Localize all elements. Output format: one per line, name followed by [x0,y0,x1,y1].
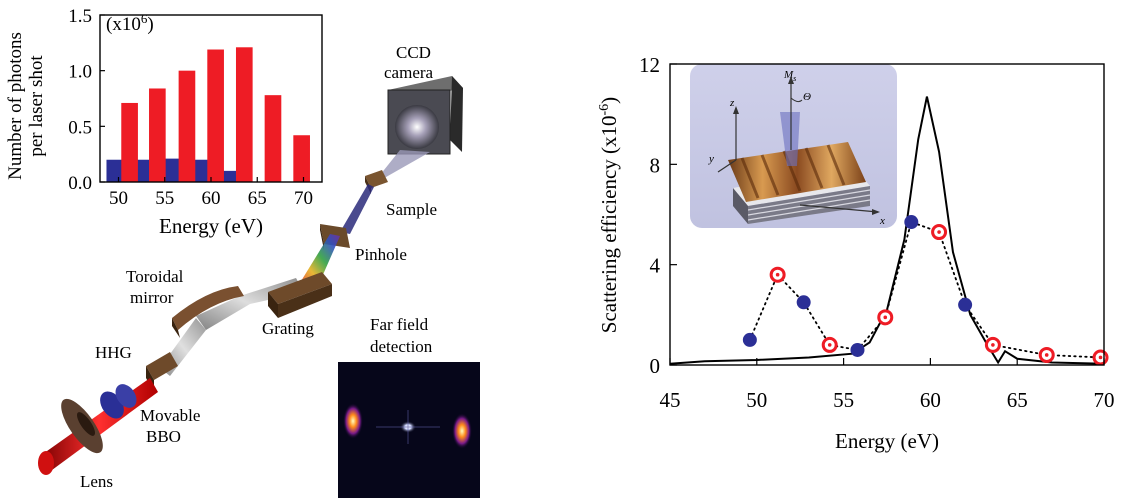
bar-xtick-label: 60 [202,188,221,209]
bar-chart-ticks: 50 55 60 65 70 0.0 0.5 1.0 1.5 [68,6,313,209]
bar-ytick-label: 0.5 [68,117,92,138]
bar-series0-2 [163,158,181,182]
bar-ytick-label: 0.0 [68,173,92,194]
bar-ytick-label: 1.5 [68,6,92,27]
bbo-label-line1: Movable [140,406,200,425]
scatter-chart-xlabel: Energy (eV) [835,429,939,453]
bar-series1-0 [121,102,138,182]
bar-series1-1 [149,88,166,182]
ccd-label-line2: camera [384,63,434,82]
blue-data-point-3 [904,215,919,230]
bbo-crystal [100,384,137,419]
bar-series0-0 [106,159,124,182]
scatter-chart-ylabel: Scattering efficiency (x10-6) [597,97,621,333]
bar-series0-4 [221,170,238,182]
bar-series1-3 [207,49,224,182]
simulation-curve [669,96,1105,365]
laser-beam-end [38,451,54,475]
bbo-label-line2: BBO [146,427,181,446]
bar-ytick-label: 1.0 [68,62,92,83]
farfield-label-line1: Far field [370,315,429,334]
bar-chart-xlabel: Energy (eV) [159,214,263,238]
bar-xtick-label: 70 [294,188,313,209]
scatter-chart-ticks: 45 50 55 60 65 70 0 4 8 12 [639,53,1115,412]
inset-theta-label: Θ [803,91,811,103]
toroidal-label-line2: mirror [130,288,174,307]
pinhole-label: Pinhole [355,245,407,264]
grating [268,272,332,318]
toroidal-mirror [172,286,244,338]
setup-illustration: CCD camera Sample Pinhole Grating [38,43,480,498]
bar-xtick-label: 65 [248,188,267,209]
red-data-point-1 [821,336,838,353]
ccd-label-line1: CCD [396,43,431,62]
line-xtick-label: 55 [833,388,854,412]
grating-label: Grating [262,319,314,338]
red-data-point-4 [984,336,1001,353]
inset-z-label: z [729,97,735,109]
bar-series0-1 [135,159,152,182]
blue-data-point-4 [958,297,973,312]
far-field-image [338,362,480,498]
bar-series0-3 [192,159,210,182]
measured-dotted-line [748,220,1102,359]
bar-series1-6 [293,135,310,182]
bar-series1-4 [235,47,253,182]
blue-data-point-2 [850,342,865,357]
line-xtick-label: 50 [746,388,767,412]
bar-chart-ylabel-line1: Number of photons [5,32,26,180]
bar-xtick-label: 50 [109,188,128,209]
scatter-chart-marks [669,96,1109,366]
bar-chart-multiplier: (x106) [106,11,154,35]
red-data-point-6 [1092,349,1109,366]
line-xtick-label: 45 [660,388,681,412]
inset-y-label: y [708,153,714,165]
diffracted-spectrum [298,234,340,286]
bar-chart-ylabel-line2: per laser shot [26,55,47,157]
xuv-beam-to-sample [340,184,374,234]
scattering-chart: Ms Θ z y x 45 50 55 60 65 70 0 4 8 12 Energy (eV)… [597,53,1115,453]
bar-series1-2 [178,70,196,182]
photon-bar-chart: 50 55 60 65 70 0.0 0.5 1.0 1.5 (x106) Energy (eV… [5,6,323,238]
blue-data-point-0 [742,332,757,347]
red-data-point-0 [769,266,786,283]
scatter-chart-frame [669,63,1105,366]
red-data-point-5 [1038,346,1055,363]
inset-ms-label: Ms [783,69,796,83]
line-xtick-label: 60 [920,388,941,412]
toroidal-label-line1: Toroidal [126,267,184,286]
lens-label: Lens [80,472,113,491]
lens [61,398,103,454]
farfield-label-line2: detection [370,337,433,356]
line-ytick-label: 8 [650,153,661,177]
line-ytick-label: 12 [639,53,660,77]
red-data-point-3 [931,224,948,241]
bar-xtick-label: 55 [155,188,174,209]
line-xtick-label: 70 [1094,388,1115,412]
line-ytick-label: 4 [650,254,661,278]
hhg-label: HHG [95,343,132,362]
sample-geometry-inset: Ms Θ z y x [690,64,897,228]
blue-data-point-1 [796,295,811,310]
line-ytick-label: 0 [650,354,661,378]
line-xtick-label: 65 [1007,388,1028,412]
inset-x-label: x [879,215,885,227]
ccd-camera [372,76,463,185]
red-data-point-2 [877,309,894,326]
bar-chart-bars [106,47,310,182]
sample-label: Sample [386,200,437,219]
bar-series1-5 [264,95,282,182]
